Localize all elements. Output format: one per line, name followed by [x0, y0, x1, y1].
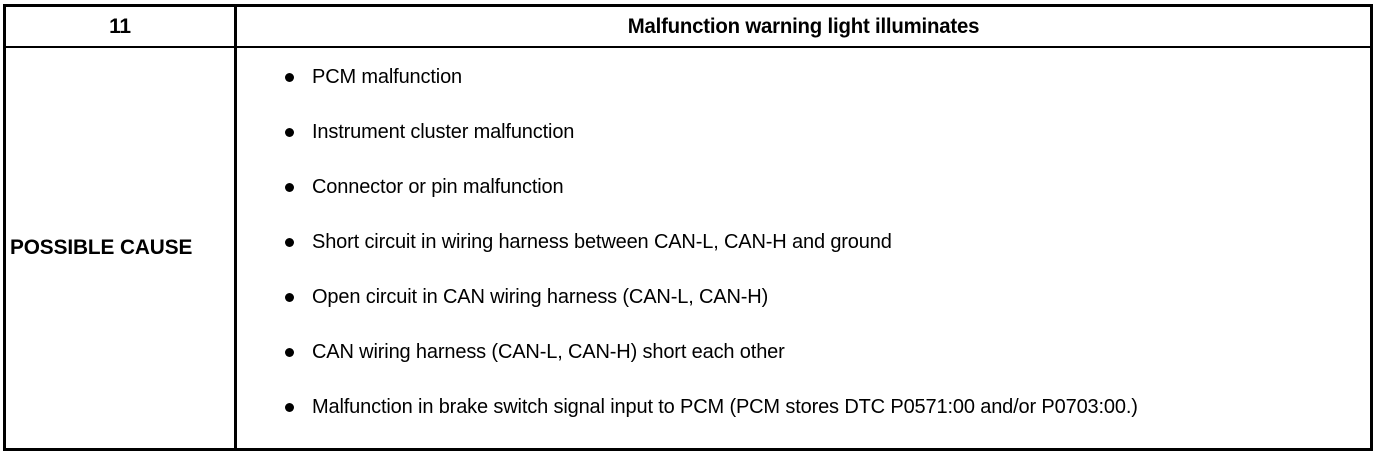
list-item: Connector or pin malfunction	[285, 174, 1356, 200]
list-item-text: Short circuit in wiring harness between …	[312, 231, 892, 253]
table-header-row: 11 Malfunction warning light illuminates	[4, 5, 1372, 48]
bullet-dot-icon	[285, 348, 294, 357]
list-item-text: Open circuit in CAN wiring harness (CAN-…	[312, 286, 769, 308]
bullet-dot-icon	[285, 238, 294, 247]
table-body-row: POSSIBLE CAUSE PCM malfunction Instrumen…	[4, 47, 1372, 450]
bullet-dot-icon	[285, 293, 294, 302]
possible-cause-list: PCM malfunction Instrument cluster malfu…	[237, 48, 1370, 420]
list-item: Short circuit in wiring harness between …	[285, 229, 1356, 255]
list-item-text: CAN wiring harness (CAN-L, CAN-H) short …	[312, 341, 785, 363]
symptom-table: 11 Malfunction warning light illuminates…	[3, 4, 1373, 451]
possible-cause-list-cell: PCM malfunction Instrument cluster malfu…	[235, 47, 1372, 450]
list-item-text: Instrument cluster malfunction	[312, 121, 575, 143]
list-item: Open circuit in CAN wiring harness (CAN-…	[285, 284, 1356, 310]
possible-cause-label-cell: POSSIBLE CAUSE	[4, 47, 237, 450]
list-item-text: Malfunction in brake switch signal input…	[312, 396, 1138, 418]
list-item: PCM malfunction	[285, 64, 1356, 90]
possible-cause-label: POSSIBLE CAUSE	[9, 236, 193, 259]
list-item: CAN wiring harness (CAN-L, CAN-H) short …	[285, 339, 1356, 365]
header-cell-symptom-title: Malfunction warning light illuminates	[235, 5, 1372, 48]
symptom-title: Malfunction warning light illuminates	[627, 15, 980, 38]
bullet-dot-icon	[285, 403, 294, 412]
item-number: 11	[109, 15, 131, 38]
bullet-dot-icon	[285, 128, 294, 137]
list-item: Malfunction in brake switch signal input…	[285, 394, 1356, 420]
header-cell-item-number: 11	[4, 5, 237, 48]
bullet-dot-icon	[285, 73, 294, 82]
bullet-dot-icon	[285, 183, 294, 192]
list-item-text: PCM malfunction	[312, 66, 463, 88]
list-item: Instrument cluster malfunction	[285, 119, 1356, 145]
list-item-text: Connector or pin malfunction	[312, 176, 564, 198]
